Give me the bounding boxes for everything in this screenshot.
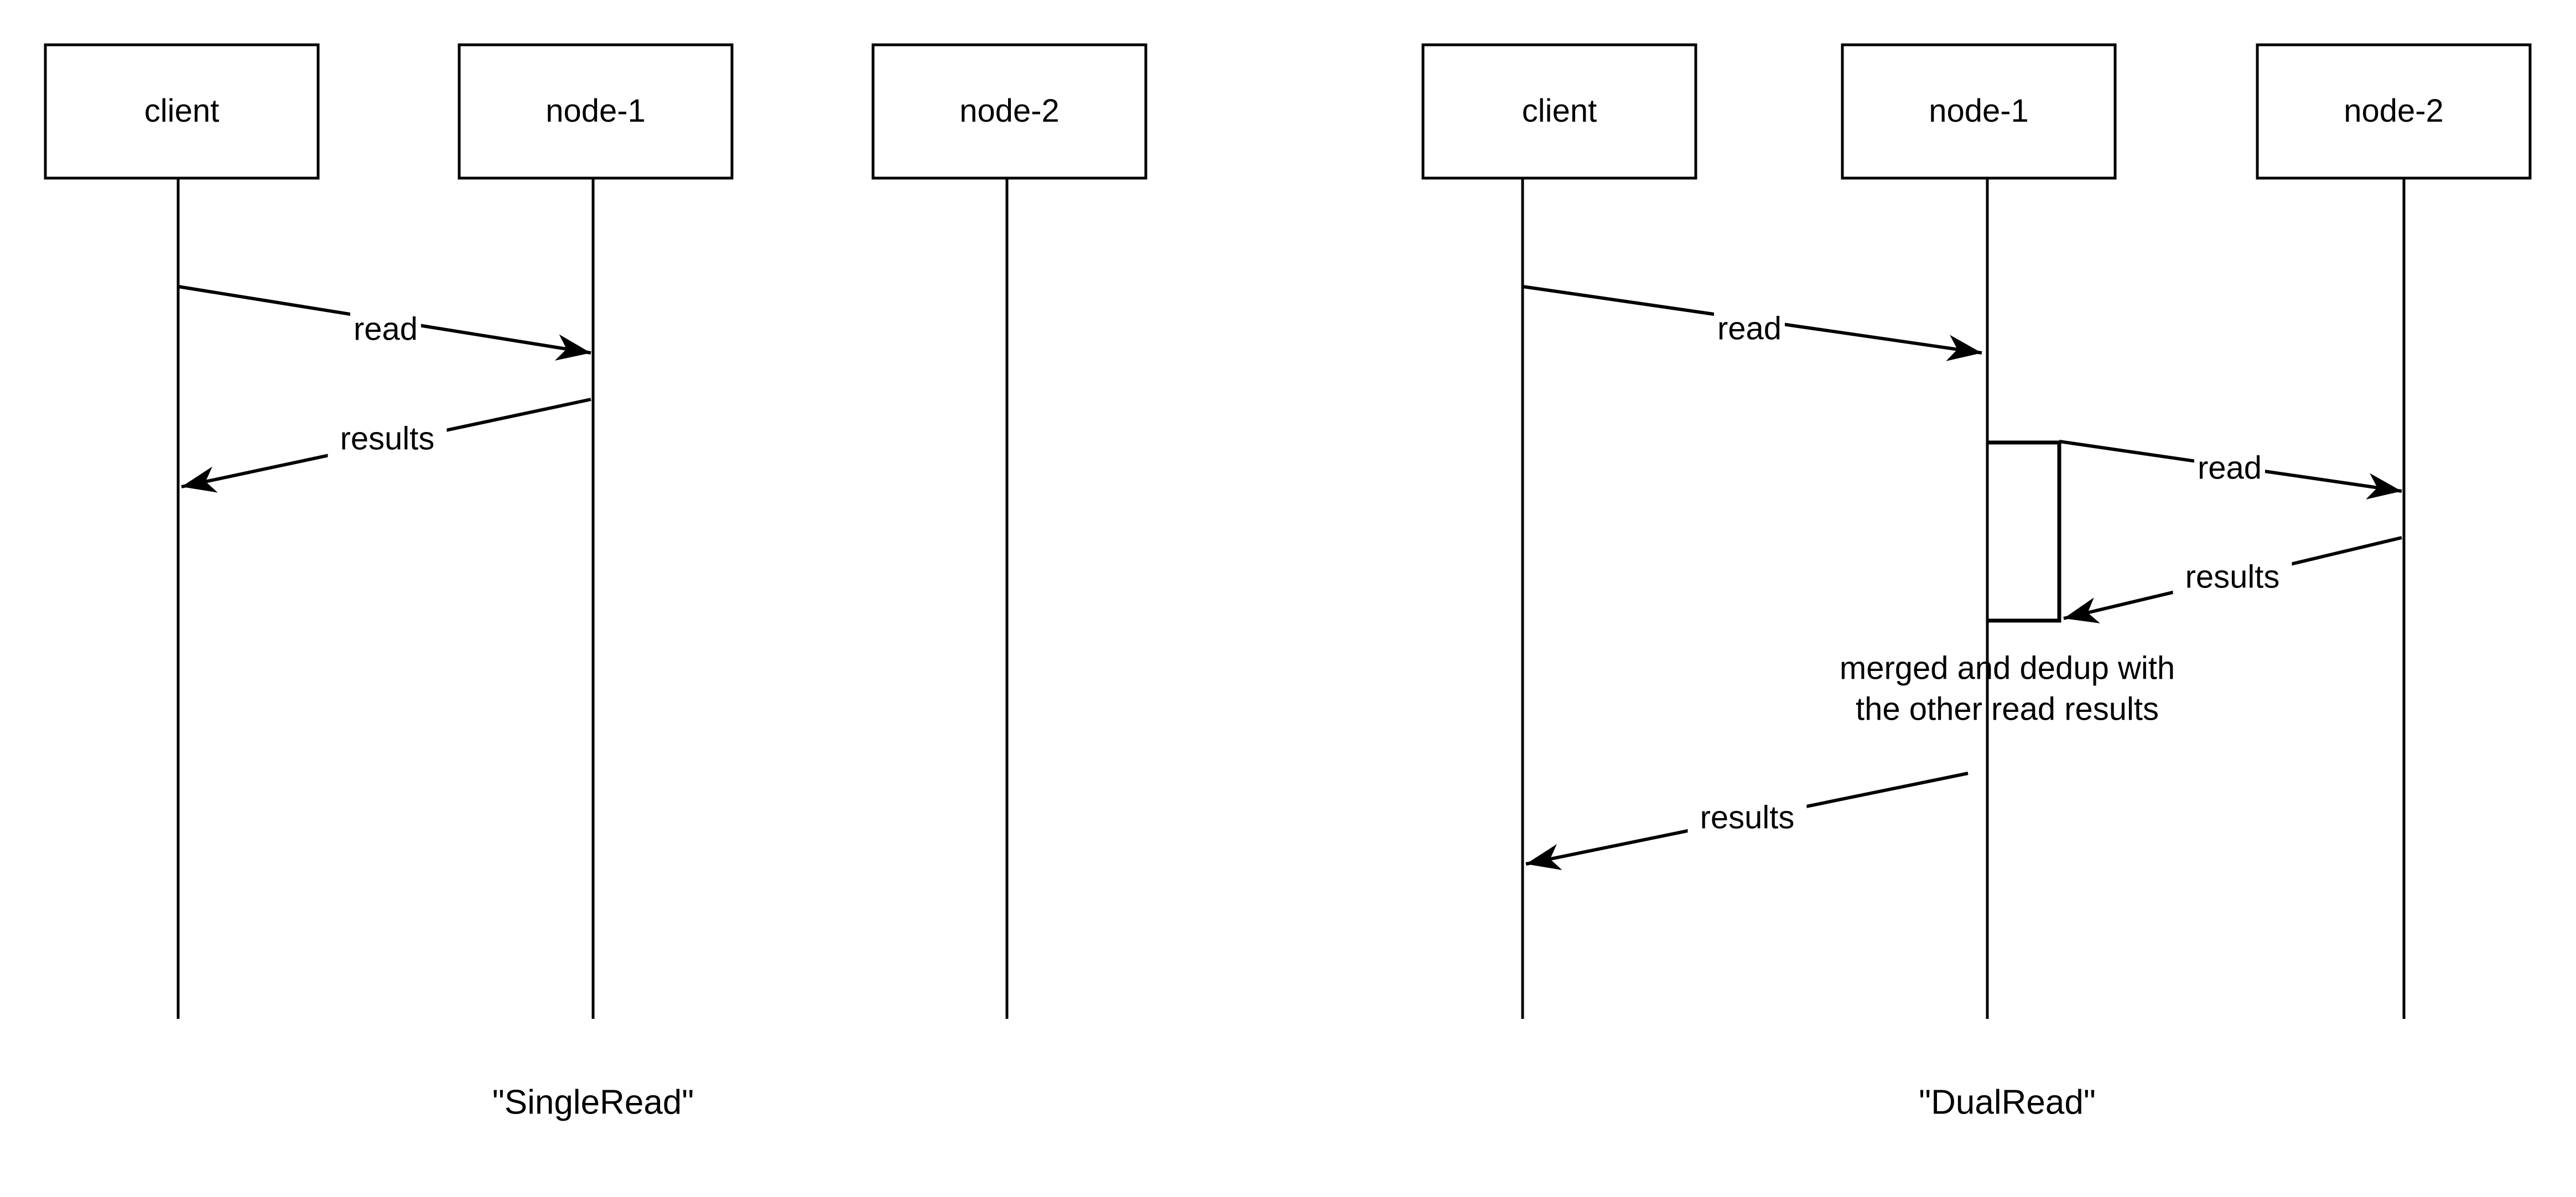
- message-label-backdrop: [2173, 559, 2292, 597]
- message-label: results: [1700, 799, 1795, 835]
- message-label: results: [2185, 559, 2280, 595]
- participant-box-client[interactable]: [1421, 43, 1697, 180]
- participant-label-node-2: node-2: [2344, 93, 2444, 129]
- participant-label-node-1: node-1: [546, 93, 646, 129]
- participant-box-node-1[interactable]: [458, 43, 734, 180]
- message-results-node-1-to-client[interactable]: results: [1525, 772, 1969, 871]
- message-label: results: [340, 420, 435, 456]
- note-line: the other read results: [1856, 691, 2159, 727]
- arrowhead-icon: [554, 334, 591, 361]
- diagram-caption-single-read: "SingleRead": [492, 1083, 694, 1121]
- message-label: read: [2198, 450, 2262, 486]
- message-read-client-to-node-1[interactable]: read: [1522, 285, 1982, 361]
- diagram-single-read: client node-1 node-2 read results "SingleRead…: [44, 43, 1147, 1121]
- message-label-backdrop: [1714, 311, 1785, 348]
- message-label: read: [354, 311, 418, 347]
- message-label-backdrop: [1687, 800, 1807, 837]
- participant-node-2-single-read: node-2: [871, 43, 1147, 1019]
- participant-box-node-2[interactable]: [871, 43, 1147, 180]
- message-label: read: [1717, 310, 1782, 346]
- participant-client-dual-read: client: [1421, 43, 1697, 1019]
- message-read-node-1-to-node-2[interactable]: read: [2059, 440, 2402, 499]
- participant-node-2-dual-read: node-2: [2256, 43, 2532, 1019]
- participant-client-single-read: client: [44, 43, 320, 1019]
- participant-node-1-single-read: node-1: [458, 43, 734, 1019]
- diagram-dual-read: client node-1 node-2 read read results results…: [1421, 43, 2532, 1121]
- message-label-backdrop: [2194, 450, 2265, 488]
- diagram-caption-dual-read: "DualRead": [1919, 1083, 2096, 1121]
- arrowhead-icon: [2366, 473, 2402, 499]
- participant-label-node-1: node-1: [1929, 93, 2029, 129]
- arrowhead-icon: [2064, 597, 2100, 623]
- note-line: merged and dedup with: [1840, 650, 2175, 686]
- arrowhead-icon: [1526, 844, 1562, 871]
- participant-box-node-2[interactable]: [2256, 43, 2532, 180]
- participant-label-node-2: node-2: [959, 93, 1060, 129]
- arrowhead-icon: [1946, 335, 1982, 361]
- message-label-backdrop: [350, 311, 421, 349]
- participant-label-client: client: [144, 93, 219, 129]
- message-results-node-2-to-node-1[interactable]: results: [2063, 536, 2402, 623]
- activation-bar-node-1: [1987, 440, 2061, 623]
- message-results-node-1-to-client[interactable]: results: [181, 398, 591, 493]
- message-label-backdrop: [328, 421, 447, 459]
- participant-label-client: client: [1522, 93, 1597, 129]
- participant-node-1-dual-read: node-1: [1841, 43, 2117, 1019]
- participant-box-client[interactable]: [44, 43, 320, 180]
- message-read-client-to-node-1[interactable]: read: [178, 285, 591, 361]
- participant-box-node-1[interactable]: [1841, 43, 2117, 180]
- arrowhead-icon: [181, 466, 218, 493]
- note-text: merged and dedup with the other read resu…: [1840, 650, 2175, 727]
